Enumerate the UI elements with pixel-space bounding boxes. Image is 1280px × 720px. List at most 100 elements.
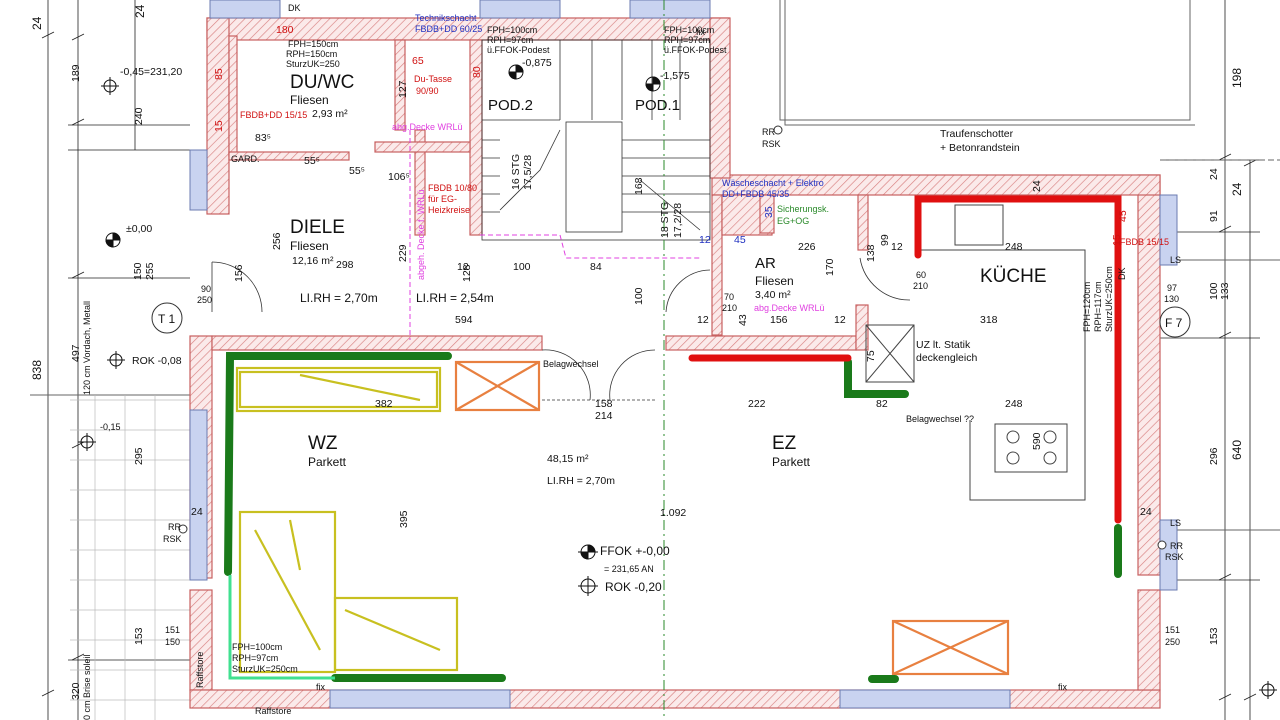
- note-du-tasse-size: 90/90: [416, 86, 439, 96]
- note-fbdb-eg3: Heizkreise: [428, 205, 470, 215]
- room-floor-diele: Fliesen: [290, 239, 329, 253]
- dim: 640: [1230, 440, 1244, 460]
- room-floor-wz: Parkett: [308, 455, 347, 469]
- brise-soleil-grid: [70, 395, 190, 720]
- dimension-lines-right: [1160, 0, 1260, 720]
- dim: 24: [133, 4, 147, 18]
- dim: 82: [876, 398, 888, 410]
- room-height-diele: LI.RH = 2,70m: [300, 291, 378, 305]
- note-sicherung2: EG+OG: [777, 216, 809, 226]
- note-abg-decke-ar: abg.Decke WRLü: [754, 303, 825, 313]
- note-rsk-3: RSK: [1165, 552, 1184, 562]
- level-ext-045: -0,45=231,20: [120, 66, 182, 78]
- level-rok-008: ROK -0,08: [132, 355, 182, 367]
- note-uz-statik: UZ lt. Statik: [916, 339, 971, 351]
- dim: 128: [461, 264, 473, 282]
- room-area-ar: 3,40 m²: [755, 289, 791, 301]
- terrain-outline: [30, 0, 1280, 531]
- dim: 15: [213, 120, 225, 132]
- dim: 838: [30, 360, 44, 380]
- note-fph-k: FPH=120cm: [1082, 282, 1092, 332]
- note-sicherung: Sicherungsk.: [777, 204, 829, 214]
- dim: 153: [1208, 627, 1220, 645]
- dim: 170: [824, 258, 836, 276]
- note-fph-pod2: FPH=100cm: [487, 25, 537, 35]
- dim: 24: [1230, 182, 1244, 196]
- lightgreen-marker: [228, 575, 335, 680]
- note-stg18b: 17,2/28: [672, 203, 684, 238]
- note-stg18: 18 STG: [659, 202, 671, 238]
- orange-cabinets: [454, 360, 1010, 676]
- note-lirh-254: LI.RH = 2,54m: [416, 291, 494, 305]
- dim: 24: [1140, 506, 1152, 518]
- level-pod2: -0,875: [522, 57, 552, 69]
- note-raffstore-2: Raffstore: [255, 706, 291, 716]
- dim: 130: [1164, 294, 1179, 304]
- dim: 24: [1208, 168, 1220, 180]
- room-name-du-wc: DU/WC: [290, 72, 354, 93]
- note-fix-3: fix: [696, 27, 706, 37]
- windows: [189, 0, 1178, 709]
- dim: 168: [633, 177, 645, 195]
- note-rr-1: RR: [762, 127, 775, 137]
- kitchen-furniture: [865, 204, 1086, 501]
- note-ffok-pod2: ü.FFOK-Podest: [487, 45, 550, 55]
- stairs: [481, 39, 711, 241]
- dim: 180: [276, 24, 294, 36]
- note-fix-2: fix: [1058, 682, 1068, 692]
- note-waschschacht2: DD+FBDB 45/35: [722, 189, 789, 199]
- dim: 45: [1117, 210, 1129, 222]
- room-floor-du-wc: Fliesen: [290, 93, 329, 107]
- room-name-wz: WZ: [308, 433, 338, 454]
- note-rsk-1: RSK: [762, 139, 781, 149]
- dim: 15: [1111, 234, 1123, 246]
- dim: 153: [133, 627, 145, 645]
- dim: 248: [1005, 241, 1023, 253]
- dim: 138: [865, 244, 877, 262]
- room-floor-ar: Fliesen: [755, 274, 794, 288]
- level-null: ±0,00: [126, 223, 152, 235]
- dim: 226: [798, 241, 816, 253]
- dim: 106⁵: [388, 171, 410, 183]
- note-rph-pod1: RPH=97cm: [664, 35, 710, 45]
- note-raffstore-1: Raffstore: [195, 652, 205, 688]
- dim: 24: [191, 506, 203, 518]
- note-fbdb-eg: FBDB 10/80: [428, 183, 477, 193]
- note-sturz-wc: SturzUK=250: [286, 59, 340, 69]
- room-name-diele: DIELE: [290, 217, 345, 238]
- dim: 298: [336, 259, 354, 271]
- void-outline: [409, 130, 700, 340]
- dim: 65: [412, 55, 424, 67]
- level-ffok: FFOK +-0,00: [600, 544, 670, 558]
- note-sturz-wz: SturzUK=250cm: [232, 664, 298, 674]
- dim: 240: [133, 107, 145, 125]
- dim: 590: [1031, 432, 1043, 450]
- dim: 45: [734, 234, 746, 246]
- green-marker: [224, 352, 1122, 683]
- note-dk-1: DK: [288, 3, 301, 13]
- dim: 198: [1230, 68, 1244, 88]
- dim: 55⁵: [304, 155, 320, 167]
- note-uz-statik2: deckengleich: [916, 352, 977, 364]
- note-fix-1: fix: [316, 682, 326, 692]
- note-rph-wz: RPH=97cm: [232, 653, 278, 663]
- note-belagwechsel: Belagwechsel: [543, 359, 599, 369]
- dim: 24: [1031, 180, 1043, 192]
- room-name-kueche: KÜCHE: [980, 266, 1047, 287]
- note-rr-2: RR: [168, 522, 181, 532]
- dim: 229: [397, 244, 409, 262]
- note-abg-decke: abg.Decke WRLü: [392, 122, 463, 132]
- room-area-diele: 12,16 m²: [292, 255, 334, 267]
- dim: 43: [737, 314, 749, 326]
- note-vordach: 120 cm Vordach, Metall: [82, 301, 92, 395]
- marker-t1: T 1: [158, 312, 175, 326]
- note-rr-3: RR: [1170, 541, 1183, 551]
- dim: 12: [457, 261, 469, 273]
- note-ffok-pod1: ü.FFOK-Podest: [664, 45, 727, 55]
- dim: 320: [70, 682, 82, 700]
- dim: 150: [132, 262, 144, 280]
- dim: 250: [197, 295, 212, 305]
- dim: 83⁵: [255, 132, 271, 144]
- red-marker: [688, 195, 1122, 524]
